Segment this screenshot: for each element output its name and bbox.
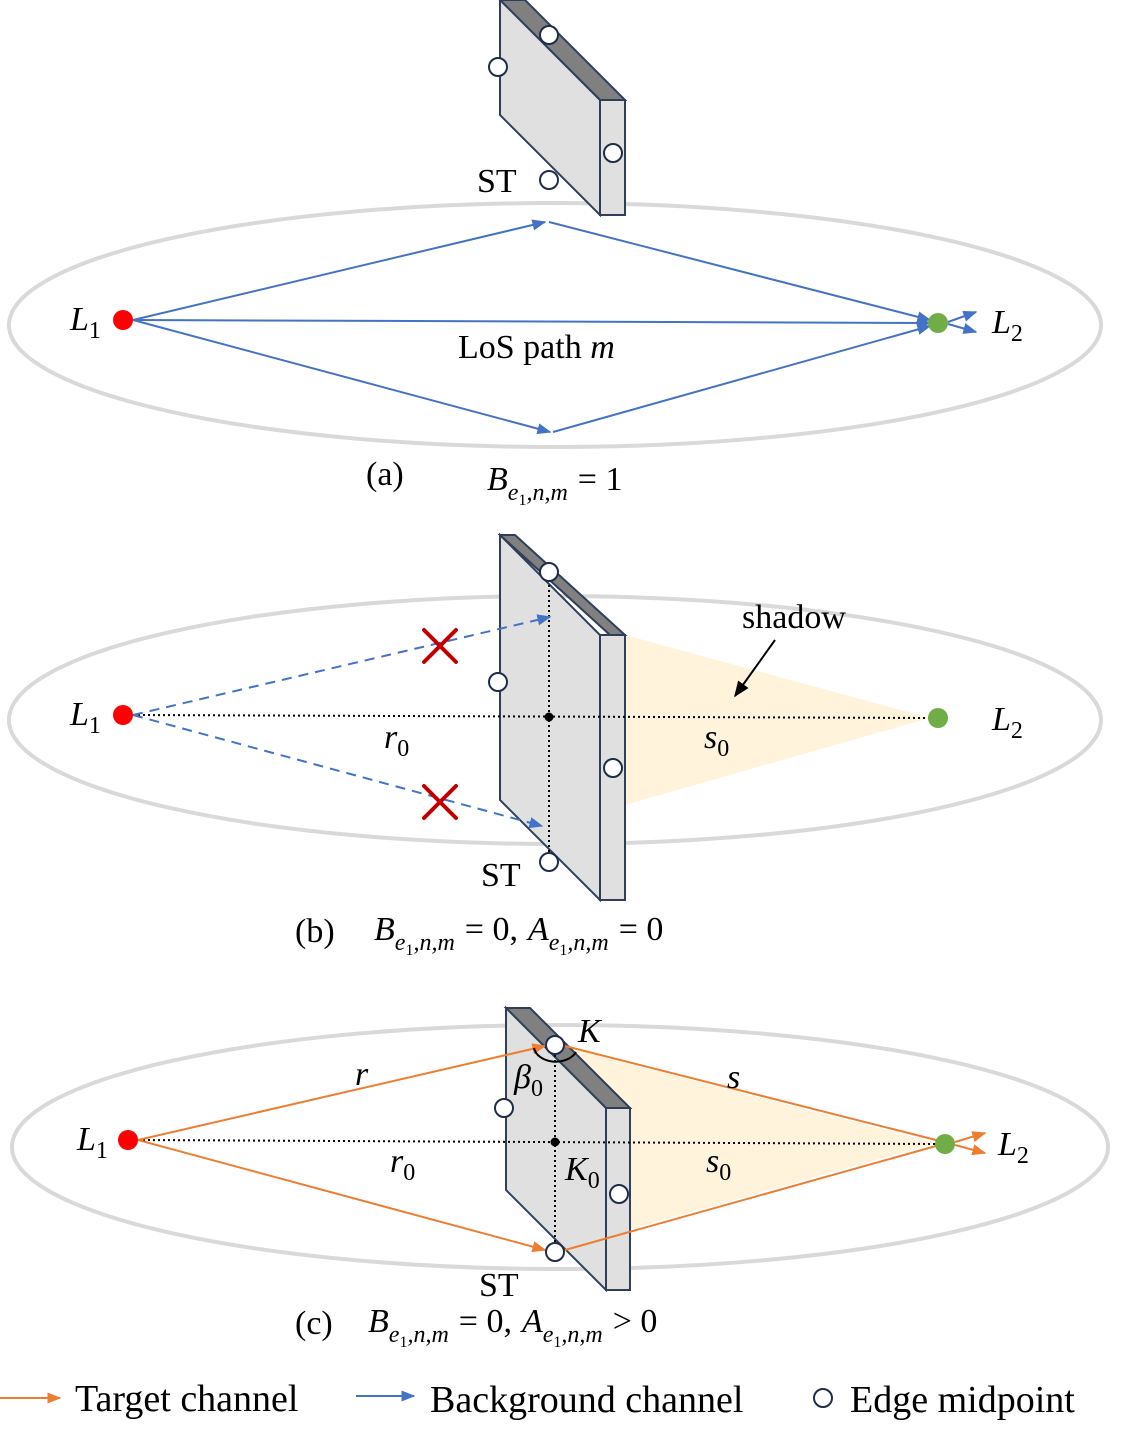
tx-node-l1 bbox=[113, 705, 133, 725]
edge-midpoint-marker bbox=[539, 170, 559, 190]
edge-midpoint-marker bbox=[488, 57, 508, 77]
shadow-pointer-arrow bbox=[734, 639, 776, 698]
distance-s0: s0 bbox=[706, 1143, 731, 1186]
edge-midpoint-marker bbox=[488, 672, 508, 692]
scattering-panel-a bbox=[498, 0, 628, 218]
outgoing-path bbox=[954, 1144, 987, 1156]
edge-midpoint-marker bbox=[545, 1242, 565, 1262]
angle-arc-beta0 bbox=[533, 1047, 577, 1063]
tx-node-l1 bbox=[118, 1130, 138, 1150]
los-path bbox=[132, 317, 932, 329]
blocked-path-upper bbox=[132, 614, 552, 716]
edge-midpoint-marker bbox=[539, 852, 559, 872]
blocked-cross-lower bbox=[422, 784, 458, 820]
label-beta0: β0 bbox=[513, 1059, 543, 1102]
propagation-ellipse-a bbox=[7, 201, 1103, 449]
condition-a: Be1,n,m= 1 bbox=[487, 461, 622, 509]
intersection-point bbox=[544, 712, 554, 722]
condition-b: Be1,n,m= 0,Ae1,n,m= 0 bbox=[374, 911, 663, 959]
background-path-upper-2 bbox=[548, 221, 932, 323]
st-label: ST bbox=[479, 1267, 519, 1304]
distance-r0: r0 bbox=[390, 1143, 415, 1186]
node-label-l2: L2 bbox=[997, 1126, 1029, 1169]
distance-r: r bbox=[355, 1056, 369, 1093]
caption-letter-b: (b) bbox=[295, 913, 335, 950]
caption-letter-c: (c) bbox=[295, 1305, 333, 1342]
shadow-region-c bbox=[556, 1045, 936, 1250]
legend-target-label: Target channel bbox=[75, 1378, 298, 1420]
target-path-lower-in bbox=[137, 1139, 547, 1253]
legend-edge-midpoint-icon bbox=[813, 1388, 833, 1408]
rx-node-l2 bbox=[935, 1134, 955, 1154]
st-label: ST bbox=[477, 163, 517, 200]
legend: Target channel Background channel Edge m… bbox=[0, 1378, 1075, 1421]
rx-node-l2 bbox=[928, 708, 948, 728]
legend-background-label: Background channel bbox=[430, 1379, 743, 1421]
background-path-lower-2 bbox=[552, 324, 932, 433]
shadow-region-b bbox=[625, 635, 930, 805]
distance-r0: r0 bbox=[384, 719, 409, 762]
edge-midpoint-marker bbox=[609, 1184, 629, 1204]
node-label-l1: L1 bbox=[76, 1121, 108, 1164]
target-path-upper-out bbox=[564, 1045, 937, 1141]
intersection-point-k0 bbox=[550, 1137, 560, 1147]
label-k: K bbox=[577, 1013, 603, 1050]
caption-letter-a: (a) bbox=[366, 456, 404, 493]
propagation-ellipse-c bbox=[10, 1023, 1110, 1271]
node-label-l2: L2 bbox=[991, 304, 1023, 347]
shadow-label: shadow bbox=[742, 599, 846, 636]
node-label-l1: L1 bbox=[69, 696, 101, 739]
target-path-lower-out bbox=[564, 1145, 937, 1251]
legend-edge-midpoint-label: Edge midpoint bbox=[850, 1379, 1075, 1421]
panel-a: L1 L2 ST LoS path m (a) Be1,n,m= 1 bbox=[7, 0, 1103, 509]
edge-midpoint-marker bbox=[494, 1098, 514, 1118]
direct-dotted-line bbox=[137, 1139, 937, 1145]
edge-midpoint-marker bbox=[539, 562, 559, 582]
los-path-label: LoS path m bbox=[458, 329, 615, 366]
panel-c: L1 L2 K β0 r s r0 K0 s0 ST (c) Be1,n,m= … bbox=[10, 1005, 1110, 1351]
node-label-l1: L1 bbox=[69, 301, 101, 344]
background-path-upper-1 bbox=[132, 219, 547, 321]
edge-midpoint-marker bbox=[603, 758, 623, 778]
target-path-upper-in bbox=[137, 1043, 547, 1141]
blocked-cross-upper bbox=[422, 628, 458, 664]
distance-s0: s0 bbox=[704, 719, 729, 762]
blocked-path-lower bbox=[132, 714, 544, 829]
edge-midpoint-marker bbox=[603, 143, 623, 163]
node-label-l2: L2 bbox=[991, 701, 1023, 744]
tx-node-l1 bbox=[113, 310, 133, 330]
edge-midpoint-k bbox=[545, 1035, 565, 1055]
outgoing-path bbox=[954, 1131, 987, 1143]
outgoing-path bbox=[947, 310, 978, 323]
panel-b: L1 L2 shadow r0 s0 ST (b) Be1,n,m= 0,Ae1… bbox=[7, 532, 1103, 959]
rx-node-l2 bbox=[928, 313, 948, 333]
edge-midpoint-marker bbox=[539, 25, 559, 45]
st-label: ST bbox=[481, 857, 521, 894]
label-k0: K0 bbox=[564, 1151, 600, 1194]
distance-s: s bbox=[727, 1059, 740, 1096]
condition-c: Be1,n,m= 0,Ae1,n,m> 0 bbox=[368, 1303, 657, 1351]
outgoing-path bbox=[947, 323, 978, 334]
background-path-lower-1 bbox=[132, 319, 552, 435]
